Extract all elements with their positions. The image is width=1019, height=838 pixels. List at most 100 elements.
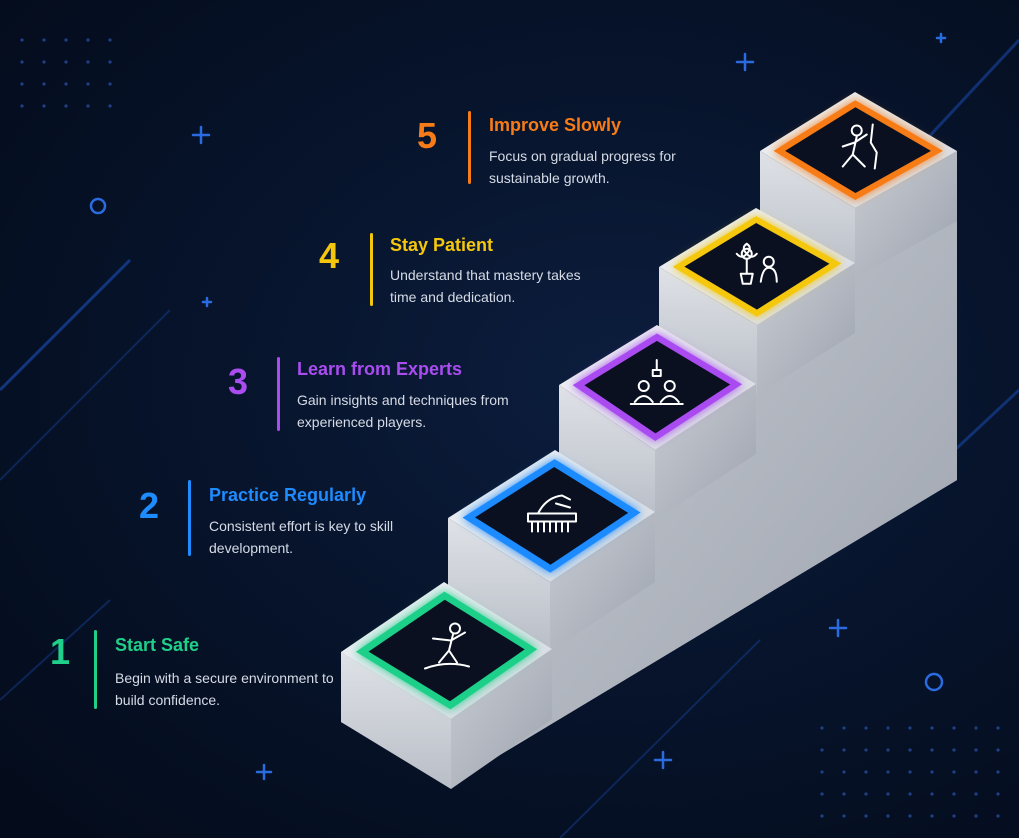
- bg-dot: [908, 748, 912, 752]
- step-title: Improve Slowly: [489, 115, 622, 135]
- step-side-face: [451, 649, 552, 789]
- mentor-session-icon: [629, 359, 684, 405]
- bg-dot: [864, 748, 868, 752]
- bg-dot: [42, 82, 46, 86]
- step-tile-1: [355, 591, 538, 710]
- step-title: Stay Patient: [390, 235, 494, 255]
- bg-dot: [42, 104, 46, 108]
- step-title: Learn from Experts: [297, 359, 463, 379]
- ring-marker: [924, 672, 944, 692]
- bg-dot: [64, 82, 68, 86]
- bg-dot: [20, 82, 24, 86]
- plus-marker: [935, 32, 947, 44]
- bg-dot: [996, 748, 1000, 752]
- step-description: Begin with a secure environment to build…: [115, 670, 334, 708]
- step-description: Focus on gradual progress for sustainabl…: [489, 148, 676, 186]
- step-accent-bar: [468, 111, 471, 184]
- bg-dot: [842, 792, 846, 796]
- bg-dot: [886, 726, 890, 730]
- bg-dot: [952, 770, 956, 774]
- bg-dot: [64, 60, 68, 64]
- bg-dot: [842, 814, 846, 818]
- step-side-face: [757, 263, 855, 395]
- bg-dot: [886, 814, 890, 818]
- step-side-face: [855, 151, 957, 278]
- bg-dot: [974, 726, 978, 730]
- bg-dot: [930, 726, 934, 730]
- tile-screen: [785, 107, 931, 194]
- plus-marker: [201, 296, 213, 308]
- tile-screen: [475, 467, 629, 565]
- step-number: 4: [318, 235, 340, 276]
- bg-dot: [930, 792, 934, 796]
- step-number: 5: [416, 115, 438, 156]
- bg-dot: [908, 770, 912, 774]
- bg-dot: [64, 104, 68, 108]
- bg-dot: [108, 60, 112, 64]
- bg-dot: [42, 60, 46, 64]
- staircase: [341, 92, 957, 789]
- bg-dot: [908, 814, 912, 818]
- plus-marker: [255, 763, 273, 781]
- dot-grid-top-left: [20, 38, 112, 108]
- step-front-face: [559, 385, 655, 520]
- bg-dot: [42, 38, 46, 42]
- bg-dot: [974, 792, 978, 796]
- bg-dot: [864, 814, 868, 818]
- bg-dot: [974, 814, 978, 818]
- bg-dot: [64, 38, 68, 42]
- step-accent-bar: [370, 233, 373, 306]
- step-front-face: [659, 267, 757, 395]
- plus-marker: [735, 52, 755, 72]
- bg-dot: [930, 770, 934, 774]
- step-front-face: [341, 652, 451, 789]
- bg-dot: [108, 104, 112, 108]
- balance-walker-icon: [424, 622, 470, 670]
- bg-dot: [86, 60, 90, 64]
- bg-dot: [820, 726, 824, 730]
- step-front-face: [760, 151, 855, 278]
- tile-screen: [684, 223, 830, 310]
- bg-dot: [20, 104, 24, 108]
- dot-grid-bottom-right: [820, 726, 1000, 818]
- ring-marker: [89, 197, 107, 215]
- bg-dot: [952, 814, 956, 818]
- bg-dot: [820, 792, 824, 796]
- plus-marker: [191, 125, 211, 145]
- bg-dot: [820, 770, 824, 774]
- bg-dot: [86, 82, 90, 86]
- bg-dot: [996, 792, 1000, 796]
- climber-icon: [841, 123, 878, 170]
- step-tiles: [355, 100, 943, 710]
- bg-dot: [864, 726, 868, 730]
- bg-dot: [864, 770, 868, 774]
- bg-dot: [952, 748, 956, 752]
- bg-dot: [886, 770, 890, 774]
- bg-dot: [930, 748, 934, 752]
- step-accent-bar: [277, 357, 280, 431]
- bg-dot: [974, 748, 978, 752]
- bg-dot: [20, 60, 24, 64]
- step-number: 2: [138, 485, 160, 526]
- bg-dot: [996, 814, 1000, 818]
- step-tile-5: [773, 100, 943, 200]
- step-front-face: [448, 518, 550, 652]
- bg-dot: [930, 814, 934, 818]
- bg-dot: [996, 726, 1000, 730]
- step-side-face: [550, 512, 655, 652]
- step-tile-4: [672, 216, 842, 317]
- bg-dot: [842, 748, 846, 752]
- plus-marker: [828, 618, 848, 638]
- bg-dot: [86, 38, 90, 42]
- tile-screen: [584, 340, 731, 434]
- plus-marker: [653, 750, 673, 770]
- step-description: Gain insights and techniques from experi…: [297, 392, 509, 430]
- step-side-face: [655, 384, 756, 520]
- step-number: 1: [49, 631, 71, 672]
- bg-dot: [886, 792, 890, 796]
- bg-dot: [108, 38, 112, 42]
- step-accent-bar: [188, 480, 191, 556]
- bg-dot: [864, 792, 868, 796]
- step-accent-bar: [94, 630, 97, 709]
